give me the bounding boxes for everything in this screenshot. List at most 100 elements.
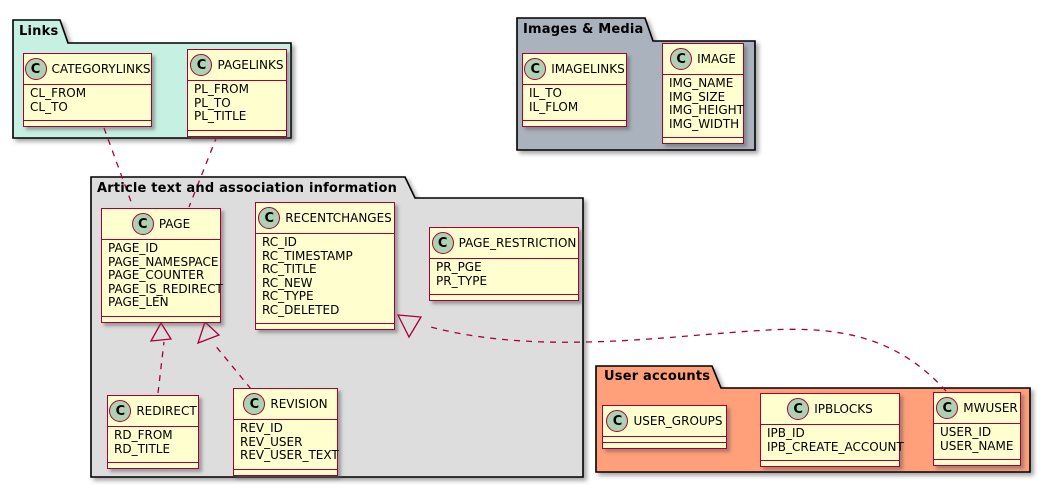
edge-revision-page	[213, 343, 252, 390]
class-attributes: CL_FROM CL_TO	[24, 84, 151, 120]
attribute-row: PR_TYPE	[436, 273, 488, 288]
class-header: C PAGE_RESTRICTION	[430, 228, 578, 258]
attribute-row: REV_USER	[240, 434, 303, 449]
attribute-row: PAGE_IS_REDIRECT	[108, 281, 223, 296]
class-icon-letter: C	[612, 413, 623, 429]
class-header: C CATEGORYLINKS	[24, 54, 151, 84]
class-icon: C	[243, 393, 266, 415]
class-page: C PAGE PAGE_ID PAGE_NAMESPACE PAGE_COUNT…	[101, 208, 223, 323]
class-name: CATEGORYLINKS	[51, 62, 151, 76]
class-header: C IMAGE	[663, 44, 743, 74]
class-pagelinks: C PAGELINKS PL_FROM PL_TO PL_TITLE	[187, 49, 287, 137]
class-icon: C	[936, 397, 959, 419]
class-icon: C	[24, 58, 47, 80]
attribute-row: PR_PGE	[436, 260, 482, 274]
attribute-row: USER_ID	[940, 425, 992, 439]
class-attributes: IMG_NAME IMG_SIZE IMG_HEIGHT IMG_WIDTH	[663, 74, 744, 137]
package-title-images-media: Images & Media	[523, 22, 644, 37]
class-attributes: IL_TO IL_FLOM	[523, 84, 626, 120]
class-mwuser: C MWUSER USER_ID USER_NAME	[933, 392, 1021, 466]
attribute-row: REV_ID	[240, 421, 283, 435]
attribute-row: PL_TITLE	[194, 109, 247, 123]
class-attributes: PAGE_ID PAGE_NAMESPACE PAGE_COUNTER PAGE…	[102, 239, 223, 316]
class-icon-letter: C	[942, 400, 952, 416]
package-title-article: Article text and association information	[97, 181, 398, 196]
attribute-row: RD_TITLE	[114, 441, 171, 456]
class-recentchanges: C RECENTCHANGES RC_ID RC_TIMESTAMP RC_TI…	[255, 202, 395, 330]
attribute-row: RC_TYPE	[262, 289, 314, 303]
class-attributes: REV_ID REV_USER REV_USER_TEXT	[234, 419, 339, 469]
attribute-row: RC_NEW	[262, 275, 313, 290]
edge-categorylinks-page	[103, 127, 134, 208]
class-attributes: PL_FROM PL_TO PL_TITLE	[188, 80, 286, 130]
attribute-row: REV_USER_TEXT	[240, 448, 339, 462]
attribute-row: RC_TIMESTAMP	[262, 248, 353, 263]
class-name: PAGELINKS	[217, 58, 284, 72]
class-name: PAGE	[158, 217, 191, 231]
class-name: IMAGE	[697, 52, 736, 66]
attribute-row: CL_TO	[30, 99, 68, 114]
class-icon: C	[787, 398, 810, 420]
class-icon: C	[190, 54, 213, 76]
class-icon-letter: C	[30, 61, 41, 77]
class-attributes: RC_ID RC_TIMESTAMP RC_TITLE RC_NEW RC_TY…	[256, 233, 394, 323]
package-title-links: Links	[19, 24, 59, 39]
edge-redirect-page	[157, 341, 165, 394]
arrowhead-redirect-page	[149, 321, 173, 342]
attribute-row: IMG_WIDTH	[669, 116, 740, 131]
class-attributes: IPB_ID IPB_CREATE_ACCOUNT	[761, 424, 904, 460]
attribute-row: PAGE_ID	[108, 241, 159, 255]
class-attributes: RD_FROM RD_TITLE	[108, 426, 198, 462]
arrowhead-revision-page	[196, 320, 221, 345]
class-icon: C	[431, 232, 454, 254]
class-imagelinks: C IMAGELINKS IL_TO IL_FLOM	[522, 53, 627, 127]
class-icon: C	[131, 213, 154, 235]
class-icon-letter: C	[249, 396, 260, 412]
class-icon: C	[258, 207, 281, 229]
class-methods-empty	[761, 460, 899, 466]
attribute-row: PAGE_NAMESPACE	[108, 254, 219, 269]
class-name: PAGE_RESTRICTION	[458, 236, 577, 250]
attribute-row: RC_DELETED	[262, 302, 340, 317]
class-image: C IMAGE IMG_NAME IMG_SIZE IMG_HEIGHT IMG…	[662, 43, 744, 144]
attribute-row: IMG_HEIGHT	[669, 103, 744, 117]
attribute-row: IPB_ID	[767, 426, 805, 440]
class-user-groups: C USER_GROUPS	[602, 405, 727, 449]
class-methods-empty	[523, 120, 626, 126]
class-name: RECENTCHANGES	[285, 211, 392, 225]
class-name: REDIRECT	[136, 404, 197, 418]
class-header: C PAGELINKS	[188, 50, 286, 80]
class-name: MWUSER	[963, 401, 1018, 415]
attribute-row: IMG_NAME	[669, 76, 734, 90]
class-icon: C	[109, 400, 132, 422]
package-title-user-accounts: User accounts	[604, 369, 711, 384]
class-methods-empty	[603, 442, 726, 448]
attribute-row: RD_FROM	[114, 428, 173, 442]
attribute-row: PAGE_LEN	[108, 295, 169, 309]
class-icon: C	[606, 410, 629, 432]
edge-pagelinks-page	[188, 135, 218, 208]
class-methods-empty	[256, 323, 394, 329]
attribute-row: PL_FROM	[194, 82, 249, 96]
class-ipblocks: C IPBLOCKS IPB_ID IPB_CREATE_ACCOUNT	[760, 393, 904, 467]
class-header: C USER_GROUPS	[603, 406, 726, 436]
class-methods-empty	[234, 468, 337, 475]
class-methods-empty	[934, 459, 1020, 465]
class-icon-letter: C	[138, 216, 148, 232]
attribute-row: RC_ID	[262, 235, 297, 249]
class-icon: C	[524, 58, 547, 80]
class-icon-letter: C	[793, 401, 803, 417]
class-header: C REVISION	[234, 389, 337, 419]
class-page-restriction: C PAGE_RESTRICTION PR_PGE PR_TYPE	[429, 227, 579, 301]
class-redirect: C REDIRECT RD_FROM RD_TITLE	[107, 395, 199, 469]
class-methods-empty	[24, 120, 151, 126]
class-header: C RECENTCHANGES	[256, 203, 394, 233]
attribute-row: PAGE_COUNTER	[108, 268, 205, 282]
class-header: C IMAGELINKS	[523, 54, 626, 84]
class-name: IMAGELINKS	[551, 62, 625, 76]
class-attributes: USER_ID USER_NAME	[934, 423, 1020, 459]
attribute-row: USER_NAME	[940, 438, 1014, 453]
class-methods-empty	[430, 294, 578, 300]
class-name: REVISION	[270, 397, 328, 411]
